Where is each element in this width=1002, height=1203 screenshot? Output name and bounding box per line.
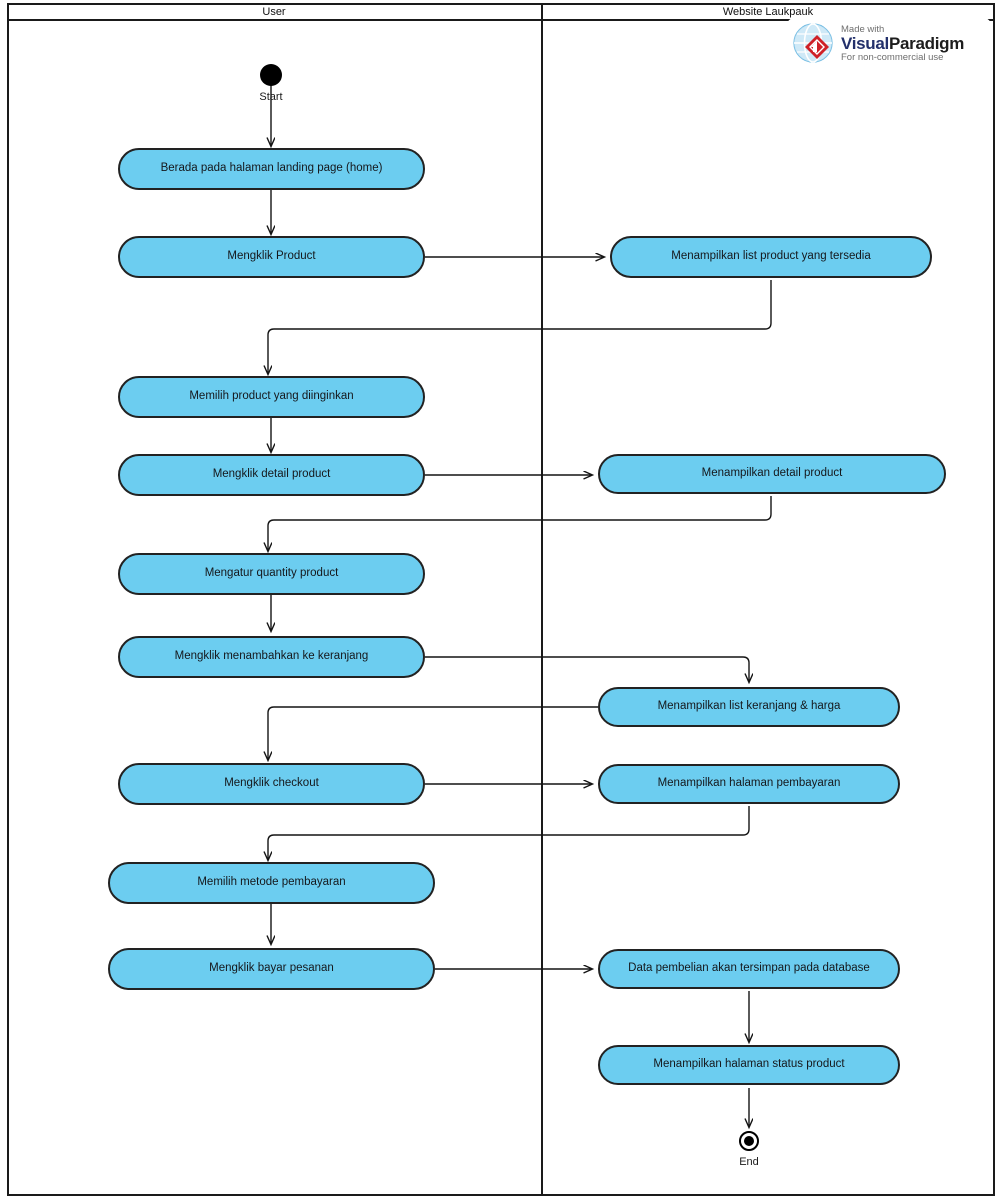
diamond-icon [805, 35, 829, 59]
watermark-made-with: Made with [841, 24, 885, 36]
end-label: End [739, 1156, 759, 1168]
globe-icon [791, 21, 837, 67]
activity-node-memilih-metode-pembayaran[interactable]: Memilih metode pembayaran [108, 862, 435, 904]
lane-header-website: Website Laukpauk [722, 6, 814, 18]
watermark-brand-second: Paradigm [888, 34, 965, 54]
watermark-brand: VisualParadigm [841, 35, 964, 53]
swimlane-frame [7, 3, 995, 1196]
activity-node-menampilkan-list-keranjang[interactable]: Menampilkan list keranjang & harga [598, 687, 900, 727]
start-node [260, 64, 282, 86]
activity-node-mengklik-bayar-pesanan[interactable]: Mengklik bayar pesanan [108, 948, 435, 990]
swimlane-header-row: User Website Laukpauk [7, 3, 995, 21]
activity-node-data-pembelian-tersimpan[interactable]: Data pembelian akan tersimpan pada datab… [598, 949, 900, 989]
activity-node-menampilkan-list-product[interactable]: Menampilkan list product yang tersedia [610, 236, 932, 278]
activity-node-mengklik-product[interactable]: Mengklik Product [118, 236, 425, 278]
end-node [739, 1131, 759, 1151]
start-label: Start [259, 91, 283, 103]
watermark-notice: For non-commercial use [841, 51, 944, 63]
lane-divider [541, 3, 543, 1196]
activity-node-mengatur-quantity[interactable]: Mengatur quantity product [118, 553, 425, 595]
activity-node-berada-landing-page[interactable]: Berada pada halaman landing page (home) [118, 148, 425, 190]
lane-header-user: User [262, 6, 286, 18]
activity-node-menampilkan-status-product[interactable]: Menampilkan halaman status product [598, 1045, 900, 1085]
activity-node-menampilkan-halaman-pembayaran[interactable]: Menampilkan halaman pembayaran [598, 764, 900, 804]
activity-node-menambahkan-keranjang[interactable]: Mengklik menambahkan ke keranjang [118, 636, 425, 678]
activity-node-memilih-product[interactable]: Memilih product yang diinginkan [118, 376, 425, 418]
activity-node-mengklik-checkout[interactable]: Mengklik checkout [118, 763, 425, 805]
activity-node-menampilkan-detail-product[interactable]: Menampilkan detail product [598, 454, 946, 494]
activity-node-mengklik-detail-product[interactable]: Mengklik detail product [118, 454, 425, 496]
watermark-brand-first: Visual [841, 34, 889, 54]
visual-paradigm-watermark: Made with VisualParadigm For non-commerc… [785, 16, 993, 72]
